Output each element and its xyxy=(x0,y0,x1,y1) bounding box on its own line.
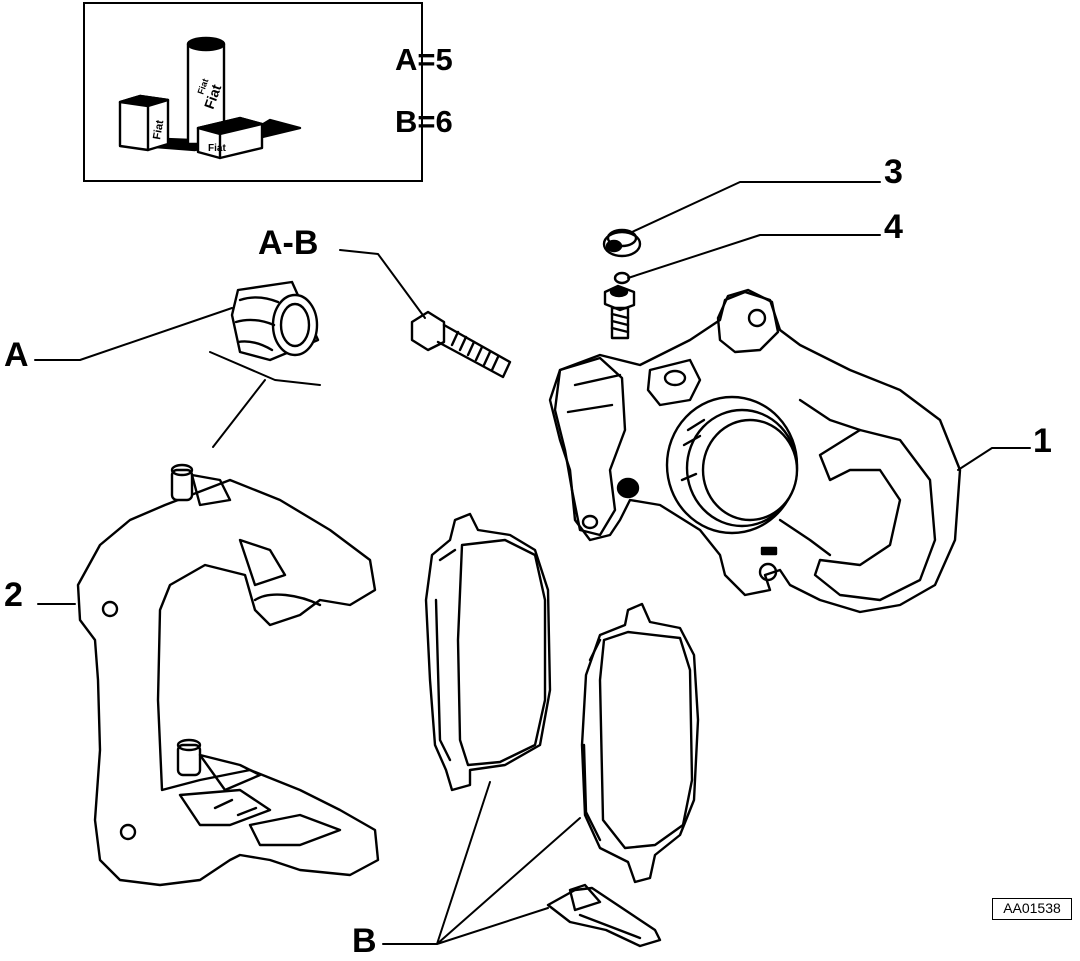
callout-leader-lines xyxy=(34,181,1031,945)
bleed-cap xyxy=(602,228,642,258)
grease-legend-illustration: Fiat Fiat Fiat Fiat xyxy=(118,36,302,160)
reference-code: AA01538 xyxy=(992,898,1072,920)
caliper-body xyxy=(548,288,962,614)
callout-b: B xyxy=(352,922,377,960)
brake-pad-front xyxy=(424,512,552,792)
svg-text:Fiat: Fiat xyxy=(208,143,226,154)
callout-3: 3 xyxy=(884,153,903,191)
legend-line-a: A=5 xyxy=(395,42,453,77)
pad-spring-clip xyxy=(546,883,662,948)
svg-text:Fiat: Fiat xyxy=(151,119,166,141)
bleed-screw xyxy=(603,271,636,340)
legend-line-b: B=6 xyxy=(395,104,453,139)
grease-packet-icon: Fiat xyxy=(118,94,170,152)
callout-a-b: A-B xyxy=(258,224,319,262)
guide-bolt xyxy=(410,310,512,379)
callout-1: 1 xyxy=(1033,422,1052,460)
grease-legend-box: A=5 B=6 xyxy=(83,2,453,182)
caliper-carrier-bracket xyxy=(76,463,380,887)
callout-2: 2 xyxy=(4,576,23,614)
guide-bushing-a xyxy=(209,280,321,448)
grease-packet-icon: Fiat xyxy=(196,116,264,160)
callout-a: A xyxy=(4,336,29,374)
callout-4: 4 xyxy=(884,208,903,246)
brake-pad-rear xyxy=(580,602,700,884)
